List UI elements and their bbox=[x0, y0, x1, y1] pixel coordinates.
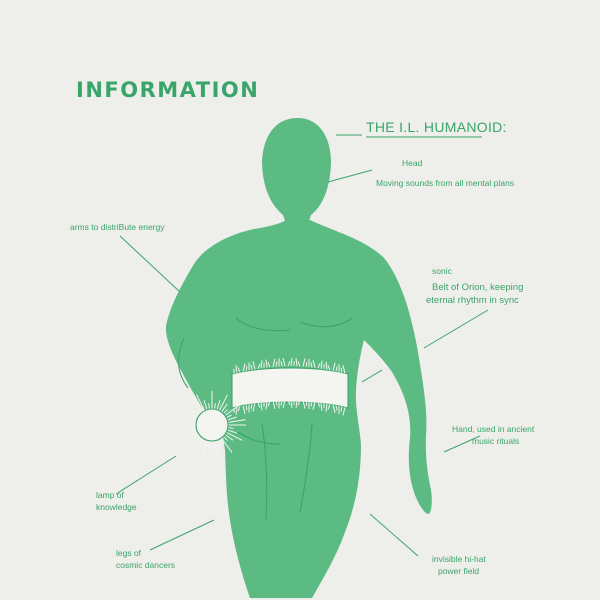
label-hand-line2: music rituals bbox=[472, 436, 520, 446]
glowing-lamp-icon bbox=[178, 391, 246, 459]
label-head-desc: Moving sounds from all mental plans bbox=[376, 178, 514, 188]
label-arms: arms to distriBute energy bbox=[70, 222, 165, 232]
label-lamp-line2: knowledge bbox=[96, 502, 137, 512]
label-belt-title: sonic bbox=[432, 266, 452, 276]
label-hihat-line1: invisible hi-hat bbox=[432, 554, 486, 564]
diagram-subtitle: THE I.L. HUMANOID: bbox=[366, 119, 507, 135]
label-head-title: Head bbox=[402, 158, 423, 168]
page-title: INFORMATION bbox=[76, 78, 260, 102]
label-hand-line1: Hand, used in ancient bbox=[452, 424, 535, 434]
label-belt-line1: Belt of Orion, keeping bbox=[432, 282, 524, 293]
humanoid-figure-icon bbox=[165, 117, 432, 598]
label-belt-line2: eternal rhythm in sync bbox=[426, 295, 519, 306]
sonic-belt-icon bbox=[231, 357, 349, 416]
label-legs-line2: cosmic dancers bbox=[116, 560, 176, 570]
label-legs-line1: legs of bbox=[116, 548, 142, 558]
label-hihat-line2: power field bbox=[438, 566, 480, 576]
label-lamp-line1: lamp of bbox=[96, 490, 124, 500]
